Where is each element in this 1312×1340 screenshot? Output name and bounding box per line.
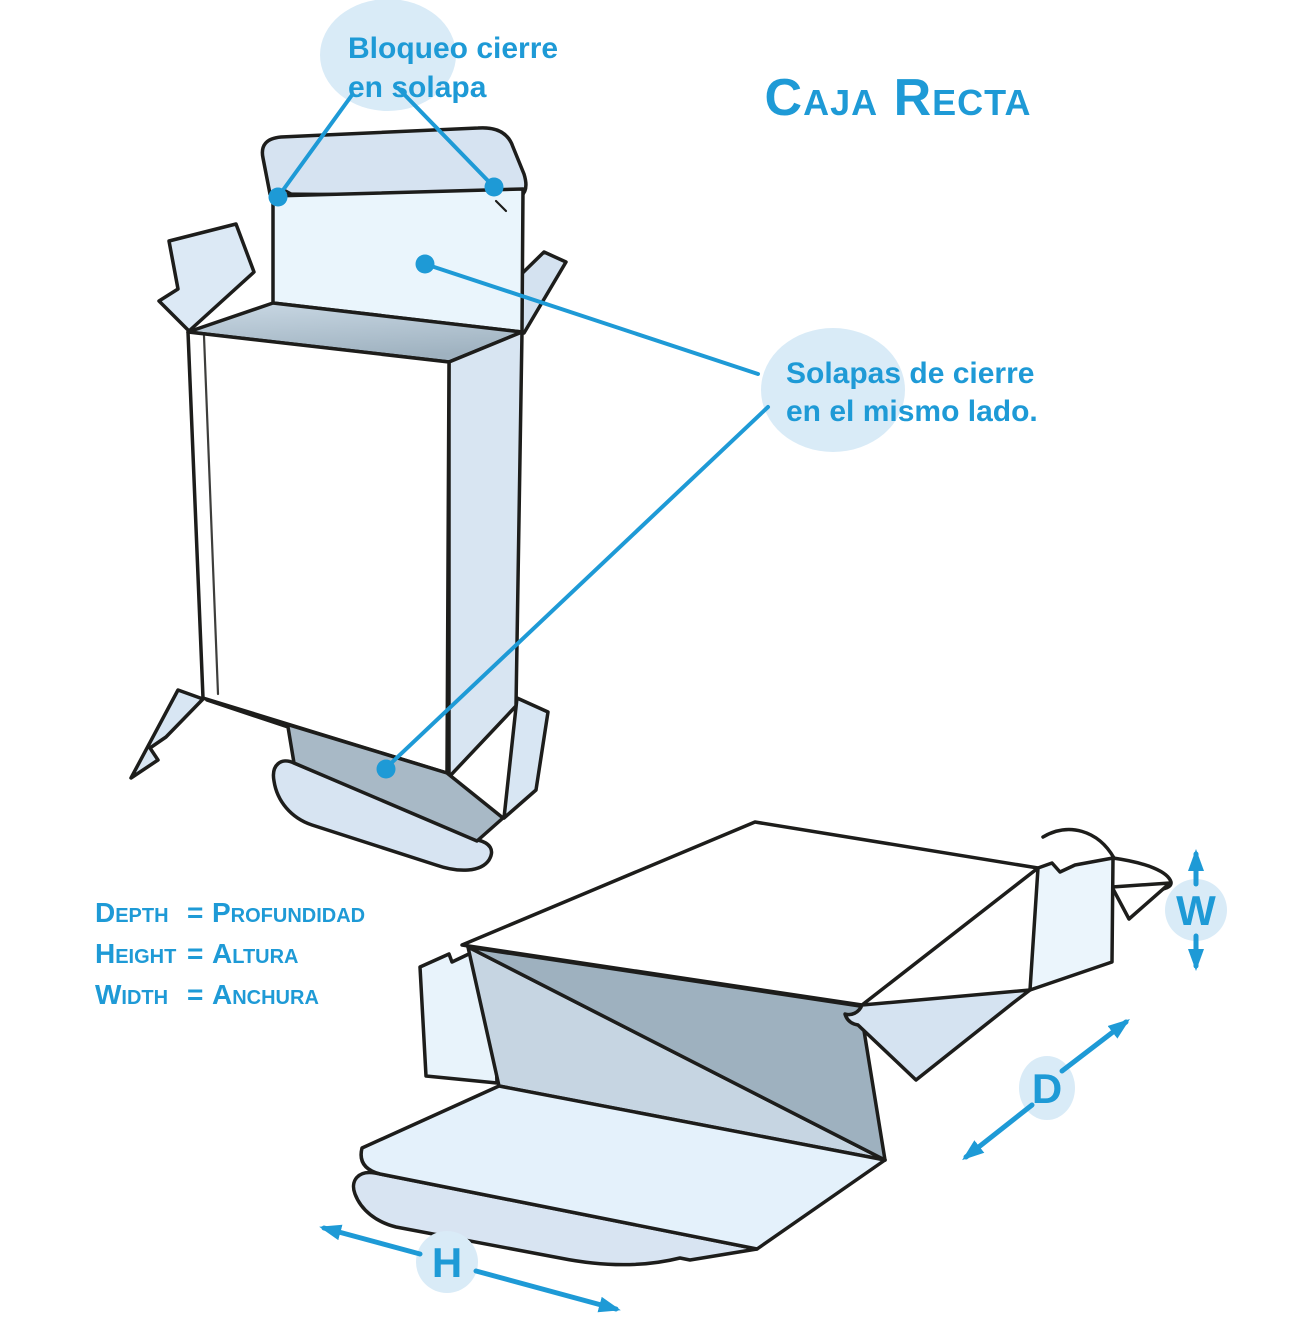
flap-lock-dot-right <box>484 177 504 197</box>
dimension-h: H <box>319 1224 621 1313</box>
legend-eq-width: = <box>187 979 203 1010</box>
w-bubble <box>1165 879 1227 941</box>
h-label: H <box>432 1239 462 1286</box>
box1-bottom-right-dust-flap <box>502 696 550 820</box>
box1-top-left-dust-flap <box>157 222 256 333</box>
legend-translation-width: Anchura <box>212 979 319 1010</box>
h-arrow-left <box>319 1224 423 1257</box>
closing-flaps-label-line2: en el mismo lado. <box>786 395 1038 428</box>
closing-flap-dot-bottom <box>376 759 396 779</box>
box1-bottom-left-dust-flap <box>129 688 205 780</box>
page-title: Caja Recta <box>765 69 1032 127</box>
dimension-w: W <box>1165 849 1227 971</box>
d-arrow-up <box>1059 1018 1130 1074</box>
h-bubble <box>416 1231 478 1293</box>
box2-near-side-panel <box>843 988 1032 1082</box>
closing-flaps-label-line1: Solapas de cierre <box>786 357 1034 390</box>
box1-top-tuck-flap <box>260 126 528 198</box>
legend-term-width: Width <box>95 979 168 1010</box>
closing-flaps-bubble <box>761 328 905 452</box>
box-lying-illustration <box>351 820 1173 1267</box>
box2-interior-floor <box>466 945 887 1162</box>
box2-front-tuck-flap <box>351 1170 759 1267</box>
annotations: Bloqueo cierre en solapa Caja Recta Sola… <box>95 0 1227 1313</box>
box1-glue-seam <box>202 334 220 696</box>
flap-lock-leader-left <box>276 93 354 199</box>
legend-translation-height: Altura <box>212 938 299 969</box>
legend-eq-height: = <box>187 938 203 969</box>
d-label: D <box>1032 1065 1062 1112</box>
box2-front-closing-flap <box>359 1084 887 1251</box>
box-upright-illustration <box>129 126 568 872</box>
legend-term-depth: Depth <box>95 897 169 928</box>
flap-lock-dot-left <box>268 187 288 207</box>
w-label: W <box>1176 887 1216 934</box>
box1-bottom-tuck-flap <box>271 759 494 872</box>
closing-flaps-leader-bottom <box>384 405 770 770</box>
dimension-d: D <box>962 1018 1130 1161</box>
box2-end-tuck-curve <box>1041 827 1116 860</box>
box1-right-lock-slit <box>494 199 508 213</box>
flap-lock-leader-right <box>396 86 496 189</box>
box2-end-cap-panel <box>1028 856 1115 992</box>
h-arrow-right <box>473 1268 621 1313</box>
box2-end-dust-flap-tip <box>1110 881 1172 921</box>
flap-lock-label-line2: en solapa <box>348 71 487 104</box>
legend-eq-depth: = <box>187 897 203 928</box>
box1-bottom-closing-flap <box>205 698 505 843</box>
legend-term-height: Height <box>95 938 176 969</box>
dimension-legend: Depth = Profundidad Height = Altura Widt… <box>95 897 365 1010</box>
flap-lock-bubble <box>320 0 456 111</box>
box1-right-side-panel <box>447 330 524 779</box>
flap-lock-label-line1: Bloqueo cierre <box>348 32 558 65</box>
closing-flap-dot-top <box>415 254 435 274</box>
closing-flaps-leader-top <box>423 262 760 376</box>
d-arrow-down <box>962 1102 1035 1161</box>
legend-translation-depth: Profundidad <box>212 897 365 928</box>
